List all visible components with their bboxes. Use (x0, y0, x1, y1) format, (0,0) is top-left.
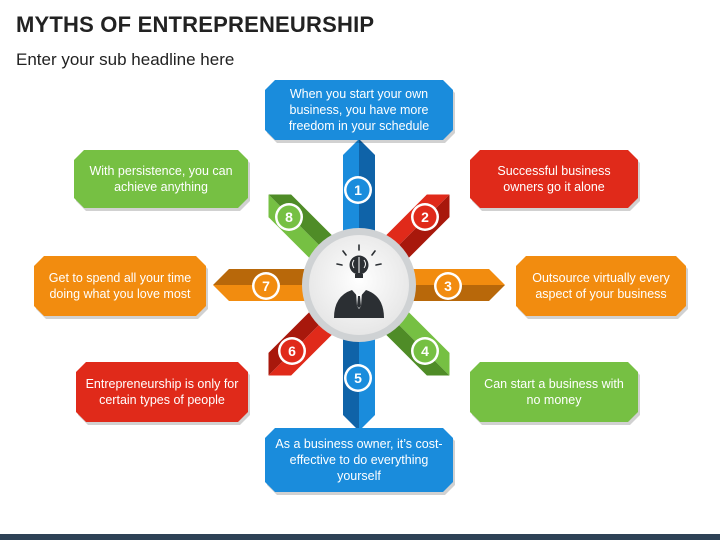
badge-number-4: 4 (421, 343, 429, 359)
badge-5: 5 (344, 364, 372, 392)
myth-text-5: As a business owner, it’s cost-effective… (275, 437, 443, 483)
badge-1: 1 (344, 176, 372, 204)
myth-text-1: When you start your own business, you ha… (288, 87, 430, 133)
page-subtitle: Enter your sub headline here (16, 50, 235, 69)
myth-text-7: Get to spend all your time doing what yo… (48, 271, 192, 301)
badge-3: 3 (434, 272, 462, 300)
badge-4: 4 (411, 337, 439, 365)
badge-number-2: 2 (421, 209, 429, 225)
myth-text-4: Can start a business with no money (484, 377, 624, 407)
badge-6: 6 (278, 337, 306, 365)
bottom-bar (0, 534, 720, 540)
myth-box-6: Entrepreneurship is only for certain typ… (76, 362, 248, 422)
badge-number-3: 3 (444, 278, 452, 294)
myth-text-8: With persistence, you can achieve anythi… (89, 164, 233, 194)
myth-text-2: Successful business owners go it alone (497, 164, 611, 194)
badge-2: 2 (411, 203, 439, 231)
myth-box-2: Successful business owners go it alone (470, 150, 638, 208)
myth-box-5: As a business owner, it’s cost-effective… (265, 428, 453, 492)
myth-text-3: Outsource virtually every aspect of your… (532, 271, 670, 301)
myth-text-6: Entrepreneurship is only for certain typ… (85, 377, 239, 407)
businessman-idea-icon (334, 244, 384, 318)
badge-7: 7 (252, 272, 280, 300)
myth-box-4: Can start a business with no money (470, 362, 638, 422)
myth-box-8: With persistence, you can achieve anythi… (74, 150, 248, 208)
badge-8: 8 (275, 203, 303, 231)
badge-number-6: 6 (288, 343, 296, 359)
myth-box-7: Get to spend all your time doing what yo… (34, 256, 206, 316)
badge-number-8: 8 (285, 209, 293, 225)
page-title: MYTHS OF ENTREPRENEURSHIP (16, 12, 375, 37)
badge-number-5: 5 (354, 370, 362, 386)
myth-box-1: When you start your own business, you ha… (265, 80, 453, 140)
myth-box-3: Outsource virtually every aspect of your… (516, 256, 686, 316)
badge-number-7: 7 (262, 278, 270, 294)
center-hub (309, 235, 409, 335)
badge-number-1: 1 (354, 182, 362, 198)
